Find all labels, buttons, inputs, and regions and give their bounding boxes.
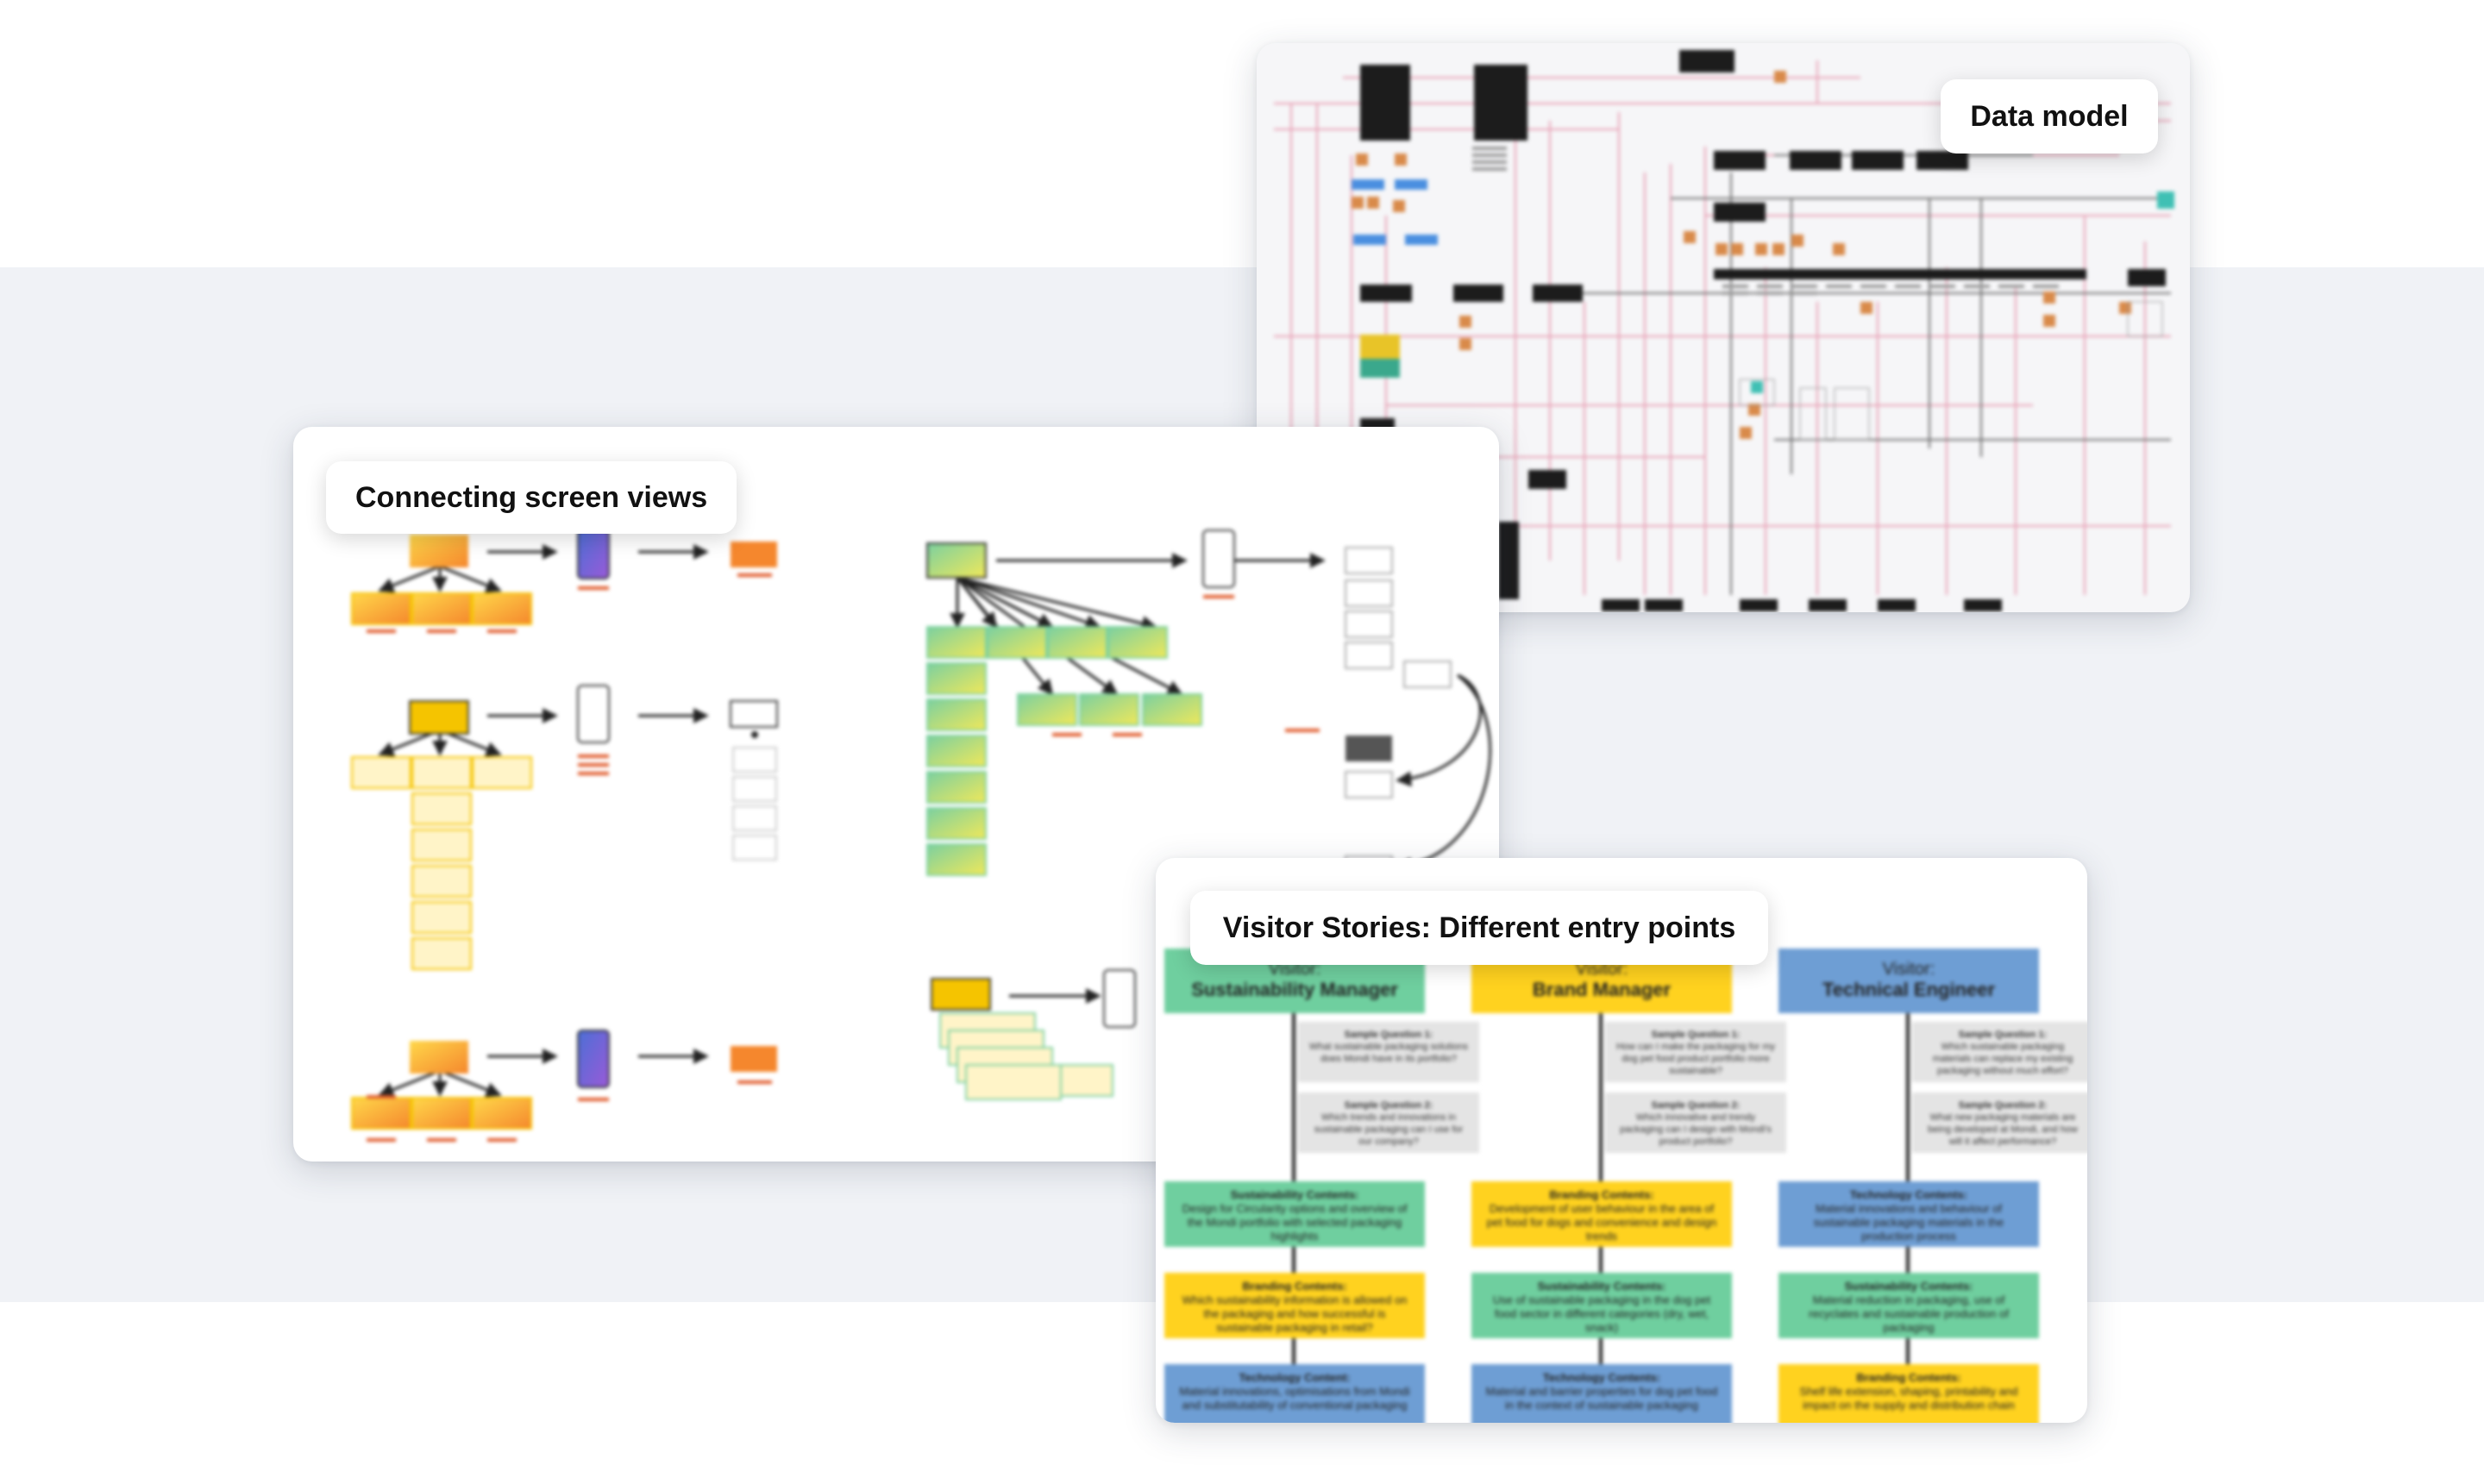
data-model-diagram	[1274, 50, 2174, 611]
content-box: Branding Contents:Development of user be…	[1471, 1181, 1732, 1247]
sample-question: Sample Question 2:What new packaging mat…	[1912, 1093, 2087, 1153]
flow-line	[1599, 1338, 1603, 1364]
sample-question: Sample Question 1:How can I make the pac…	[1605, 1022, 1786, 1082]
sample-question: Sample Question 1:What sustainable packa…	[1298, 1022, 1479, 1082]
sample-question: Sample Question 2:Which innovative and t…	[1605, 1093, 1786, 1153]
flow-line	[1292, 1013, 1295, 1181]
flow-line	[1906, 1013, 1910, 1181]
content-box: Technology Content:Material innovations,…	[1164, 1364, 1425, 1423]
flow-line	[1292, 1338, 1295, 1364]
flow-line	[1292, 1247, 1295, 1273]
visitor-stories-diagram: Visitor: Sustainability Manager Sample Q…	[1156, 858, 2087, 1423]
connecting-screen-views-label: Connecting screen views	[326, 461, 737, 534]
content-box: Sustainability Contents:Material reducti…	[1778, 1273, 2039, 1338]
content-box: Branding Contents:Which sustainability i…	[1164, 1273, 1425, 1338]
data-model-label: Data model	[1941, 79, 2158, 153]
visitor-stories-card: Visitor: Sustainability Manager Sample Q…	[1156, 858, 2087, 1423]
sample-question: Sample Question 1:Which sustainable pack…	[1912, 1022, 2087, 1082]
flow-line	[1599, 1247, 1603, 1273]
visitor-stories-label: Visitor Stories: Different entry points	[1190, 891, 1768, 965]
flow-line	[1906, 1247, 1910, 1273]
content-box: Sustainability Contents:Use of sustainab…	[1471, 1273, 1732, 1338]
sample-question: Sample Question 2:Which trends and innov…	[1298, 1093, 1479, 1153]
content-box: Branding Contents:Shelf life extension, …	[1778, 1364, 2039, 1423]
flow-line	[1906, 1338, 1910, 1364]
flow-line	[1599, 1013, 1603, 1181]
content-box: Technology Contents:Material and barrier…	[1471, 1364, 1732, 1423]
visitor-header-technical-engineer: Visitor: Technical Engineer	[1778, 949, 2039, 1013]
content-box: Technology Contents:Material innovations…	[1778, 1181, 2039, 1247]
content-box: Sustainability Contents:Design for Circu…	[1164, 1181, 1425, 1247]
screen-flow-diagram	[351, 529, 1492, 1142]
